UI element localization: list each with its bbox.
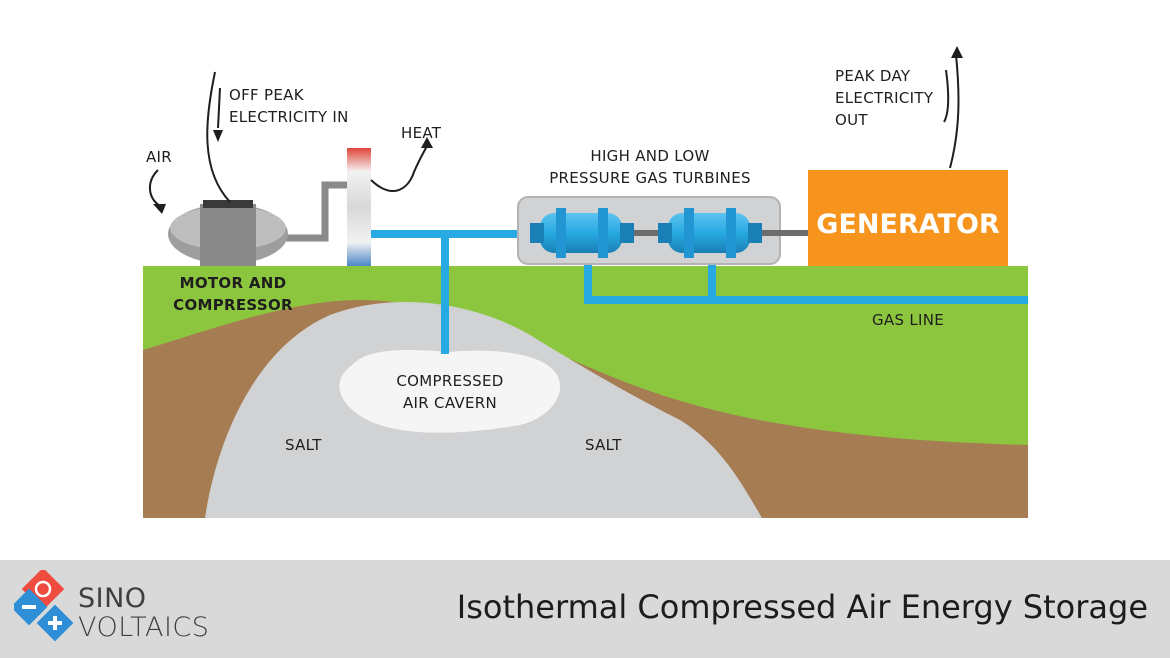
sinovoltaics-logo-icon [14,570,74,642]
peak-line3: OUT [835,111,868,129]
peak-line1: PEAK DAY [835,67,911,85]
off-peak-line2: ELECTRICITY IN [229,108,349,126]
off-peak-label: OFF PEAK ELECTRICITY IN [229,84,349,128]
logo-text-sino: SINO [78,583,147,614]
arrows [149,54,960,207]
arrowheads [153,46,963,214]
diagram-art [143,46,1028,518]
salt-right-label: SALT [585,436,622,454]
turbines-line2: PRESSURE GAS TURBINES [549,169,751,187]
cavern-line1: COMPRESSED [396,372,504,390]
turbine-low [530,208,634,258]
turbines-line1: HIGH AND LOW [590,147,710,165]
turbine-high [658,208,762,258]
turbines-label: HIGH AND LOW PRESSURE GAS TURBINES [525,145,775,189]
footer-title: Isothermal Compressed Air Energy Storage [456,588,1148,626]
cavern-line2: AIR CAVERN [402,394,498,412]
logo-text-voltaics: VOLTAICS [78,612,210,643]
generator-label: GENERATOR [816,209,1000,240]
gas-line-label: GAS LINE [872,311,945,329]
motor-label: MOTOR AND COMPRESSOR [158,272,308,316]
peak-label: PEAK DAY ELECTRICITY OUT [835,65,933,131]
footer-bar [0,560,1170,658]
diagram: OFF PEAK ELECTRICITY IN AIR HEAT HIGH AN… [143,46,1028,518]
air-cavern [339,349,561,433]
peak-line2: ELECTRICITY [835,89,934,107]
off-peak-line1: OFF PEAK [229,86,304,104]
heat-exchanger [347,148,371,266]
motor-line1: MOTOR AND [179,274,287,292]
air-label: AIR [146,148,173,166]
motor-line2: COMPRESSOR [173,296,293,314]
generator-box [808,170,1008,266]
cavern-label: COMPRESSED AIR CAVERN [370,370,530,414]
heat-label: HEAT [401,124,442,142]
air-pipes [370,230,1028,354]
salt-left-label: SALT [285,436,322,454]
motor-compressor [168,200,288,266]
grey-pipe [284,181,350,242]
